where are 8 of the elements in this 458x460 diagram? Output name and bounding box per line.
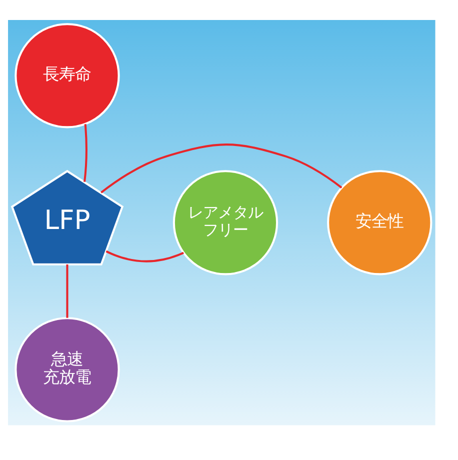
connector	[106, 250, 184, 262]
connector	[100, 144, 342, 194]
node-circle: 急速充放電	[14, 317, 120, 422]
connector	[66, 264, 68, 318]
node-circle: 安全性	[327, 170, 432, 276]
connector	[84, 124, 88, 182]
node-circle: 長寿命	[14, 23, 120, 128]
node-circle: レアメタルフリー	[172, 170, 278, 276]
